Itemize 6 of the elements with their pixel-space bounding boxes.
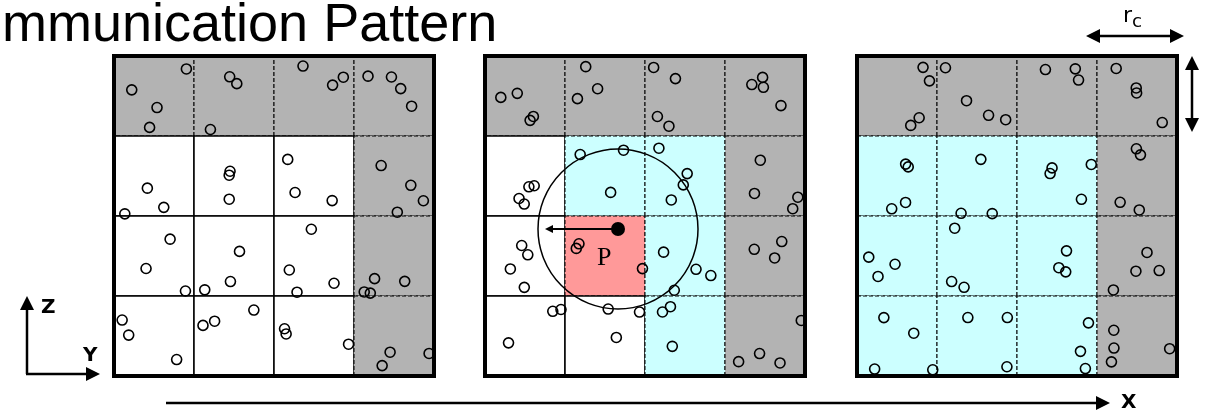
- axis-label: Z: [41, 296, 56, 316]
- point-label: P: [597, 244, 612, 270]
- axis-label: Y: [83, 344, 98, 364]
- title: mmunication Pattern: [2, 0, 498, 51]
- dimension-label: r$_{c}$: [1123, 4, 1143, 31]
- axis-label: X: [1121, 391, 1137, 411]
